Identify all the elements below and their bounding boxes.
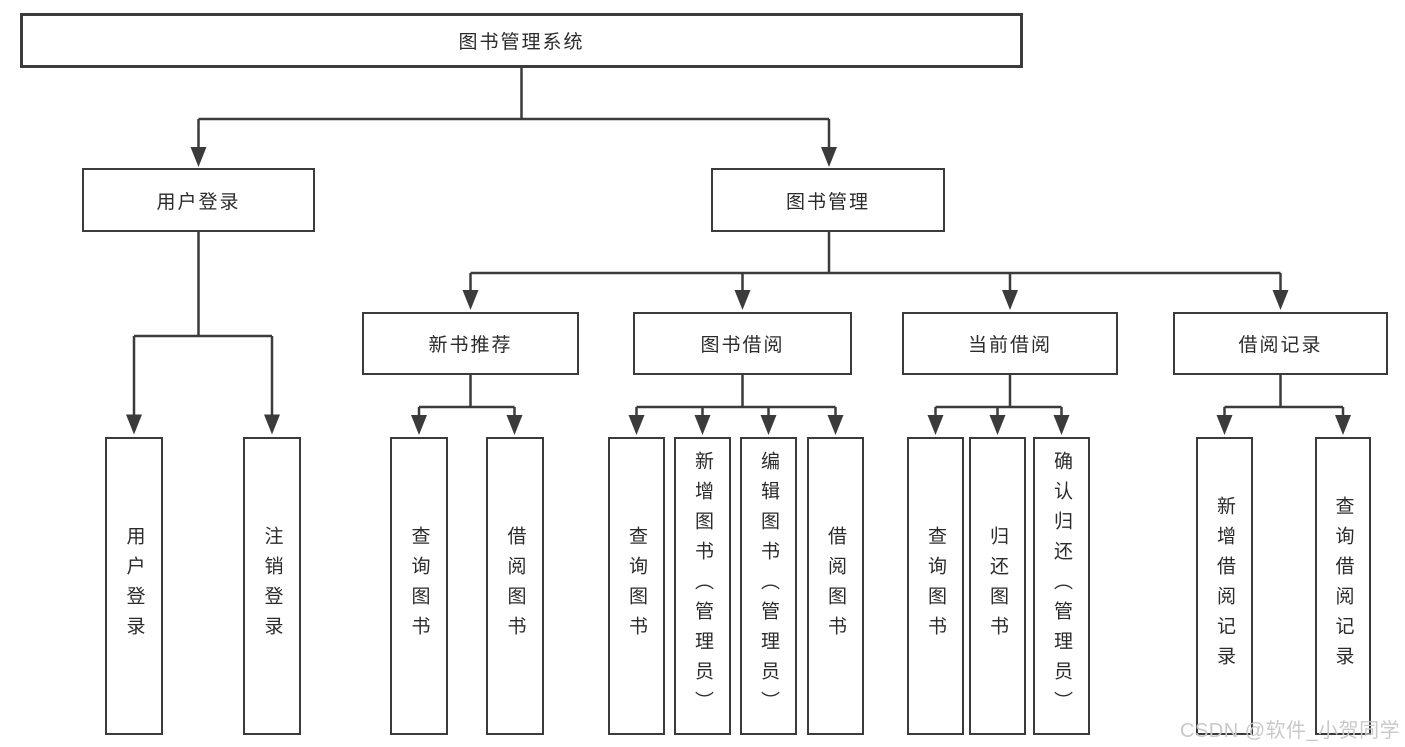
node-new-book-recommend: 新书推荐: [362, 312, 579, 375]
node-book-management: 图书管理: [711, 168, 945, 232]
leaf-query-books-borrow: 查询图书: [608, 437, 665, 735]
leaf-return-book: 归还图书: [969, 437, 1026, 735]
leaf-label: 借阅图书: [825, 526, 846, 646]
leaf-label: 查询图书: [626, 526, 647, 646]
node-book-borrow: 图书借阅: [633, 312, 852, 375]
watermark: CSDN @软件_小贺同学: [1180, 720, 1401, 742]
leaf-label: 查询图书: [408, 526, 430, 646]
leaf-label: 查询借阅记录: [1332, 496, 1354, 676]
leaf-user-login: 用户登录: [105, 437, 163, 735]
node-borrow-records: 借阅记录: [1173, 312, 1388, 375]
leaf-edit-book-admin: 编辑图书（管理员）: [740, 437, 797, 735]
leaf-query-books-current: 查询图书: [907, 437, 964, 735]
leaf-label: 注销登录: [261, 526, 283, 646]
leaf-borrow-books: 借阅图书: [807, 437, 864, 735]
leaf-label: 用户登录: [123, 526, 145, 646]
leaf-query-books-recommend: 查询图书: [390, 437, 448, 735]
leaf-label: 借阅图书: [504, 526, 526, 646]
leaf-borrow-books-recommend: 借阅图书: [486, 437, 544, 735]
arrowheads: [126, 147, 1351, 435]
node-current-borrow: 当前借阅: [902, 312, 1118, 375]
leaf-query-borrow-record: 查询借阅记录: [1315, 437, 1371, 735]
leaf-label: 确认归还（管理员）: [1051, 451, 1072, 721]
node-user-login: 用户登录: [82, 168, 315, 232]
leaf-label: 新增借阅记录: [1214, 496, 1235, 676]
leaf-confirm-return-admin: 确认归还（管理员）: [1033, 437, 1090, 735]
leaf-add-borrow-record: 新增借阅记录: [1196, 437, 1253, 735]
leaf-label: 归还图书: [987, 526, 1008, 646]
leaf-label: 查询图书: [925, 526, 946, 646]
leaf-label: 新增图书（管理员）: [692, 451, 713, 721]
leaf-label: 编辑图书（管理员）: [758, 451, 779, 721]
node-root: 图书管理系统: [20, 13, 1023, 68]
leaf-add-book-admin: 新增图书（管理员）: [674, 437, 731, 735]
leaf-logout: 注销登录: [243, 437, 301, 735]
